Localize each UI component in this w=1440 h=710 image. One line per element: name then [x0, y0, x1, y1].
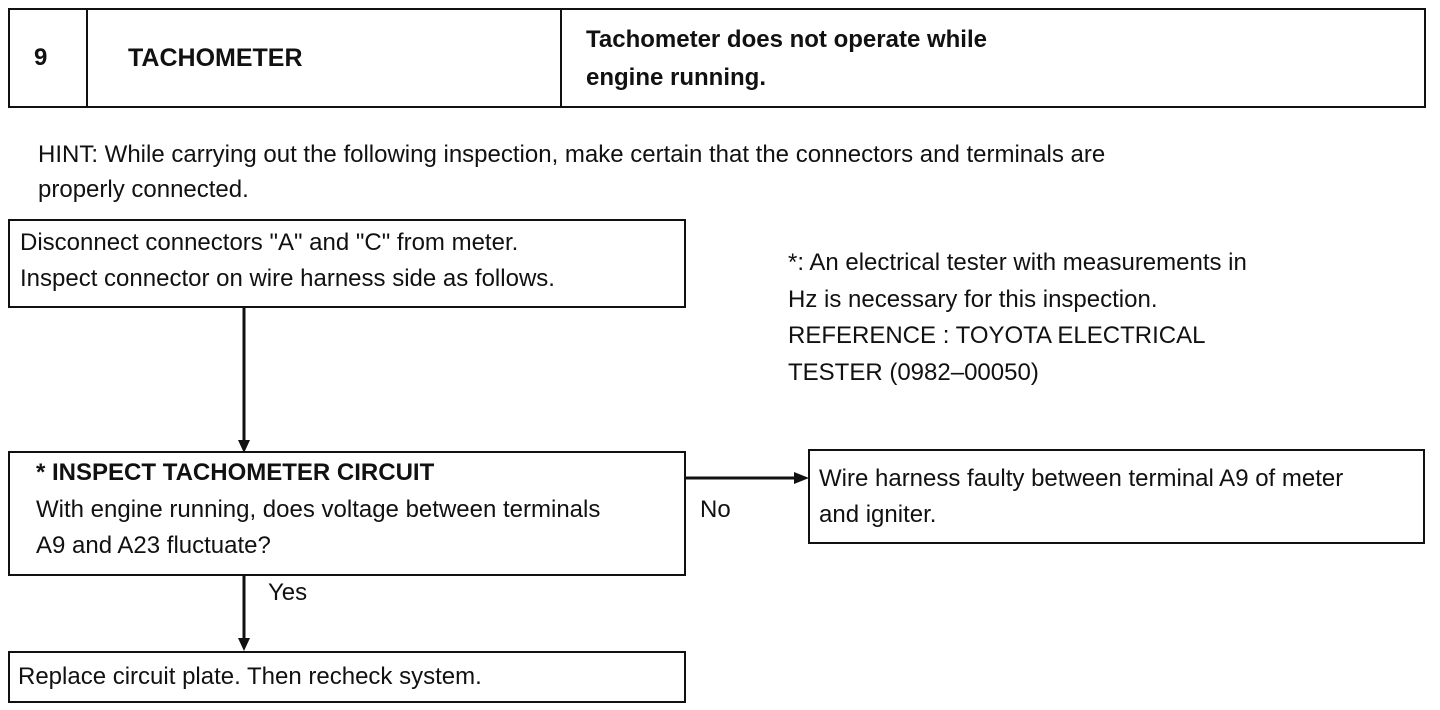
yes-result-box: Replace circuit plate. Then recheck syst…: [8, 651, 686, 703]
note-line2: Hz is necessary for this inspection.: [788, 286, 1158, 313]
step2-line1: With engine running, does voltage betwee…: [36, 496, 601, 523]
step1-line2: Inspect connector on wire harness side a…: [20, 265, 555, 292]
header-number: 9: [34, 44, 48, 71]
yes-result-text: Replace circuit plate. Then recheck syst…: [18, 663, 482, 690]
step2-title: * INSPECT TACHOMETER CIRCUIT: [36, 459, 435, 486]
header-table: 9 TACHOMETER Tachometer does not operate…: [8, 8, 1426, 108]
hint-line2: properly connected.: [38, 176, 249, 203]
note-line1: *: An electrical tester with measurement…: [788, 249, 1247, 276]
header-description-cell: Tachometer does not operate while engine…: [562, 10, 1424, 106]
header-description-line1: Tachometer does not operate while: [586, 26, 987, 53]
header-title: TACHOMETER: [128, 44, 303, 72]
no-label: No: [700, 496, 731, 523]
arrowhead-down-1: [238, 440, 250, 453]
step1-box: Disconnect connectors "A" and "C" from m…: [8, 219, 686, 308]
header-title-cell: TACHOMETER: [88, 10, 562, 106]
arrowhead-right: [794, 472, 809, 484]
note-line3: REFERENCE : TOYOTA ELECTRICAL: [788, 322, 1206, 349]
step1-line1: Disconnect connectors "A" and "C" from m…: [20, 229, 519, 256]
no-result-line2: and igniter.: [819, 501, 937, 528]
yes-label: Yes: [268, 579, 308, 606]
step2-box: * INSPECT TACHOMETER CIRCUIT With engine…: [8, 451, 686, 576]
no-result-line1: Wire harness faulty between terminal A9 …: [819, 465, 1344, 492]
hint-line1: HINT: While carrying out the following i…: [38, 141, 1106, 168]
note-line4: TESTER (0982–00050): [788, 359, 1039, 386]
arrowhead-down-2: [238, 638, 250, 651]
header-description-line2: engine running.: [586, 64, 766, 91]
no-result-box: Wire harness faulty between terminal A9 …: [808, 449, 1425, 544]
header-number-cell: 9: [10, 10, 88, 106]
step2-line2: A9 and A23 fluctuate?: [36, 532, 271, 559]
